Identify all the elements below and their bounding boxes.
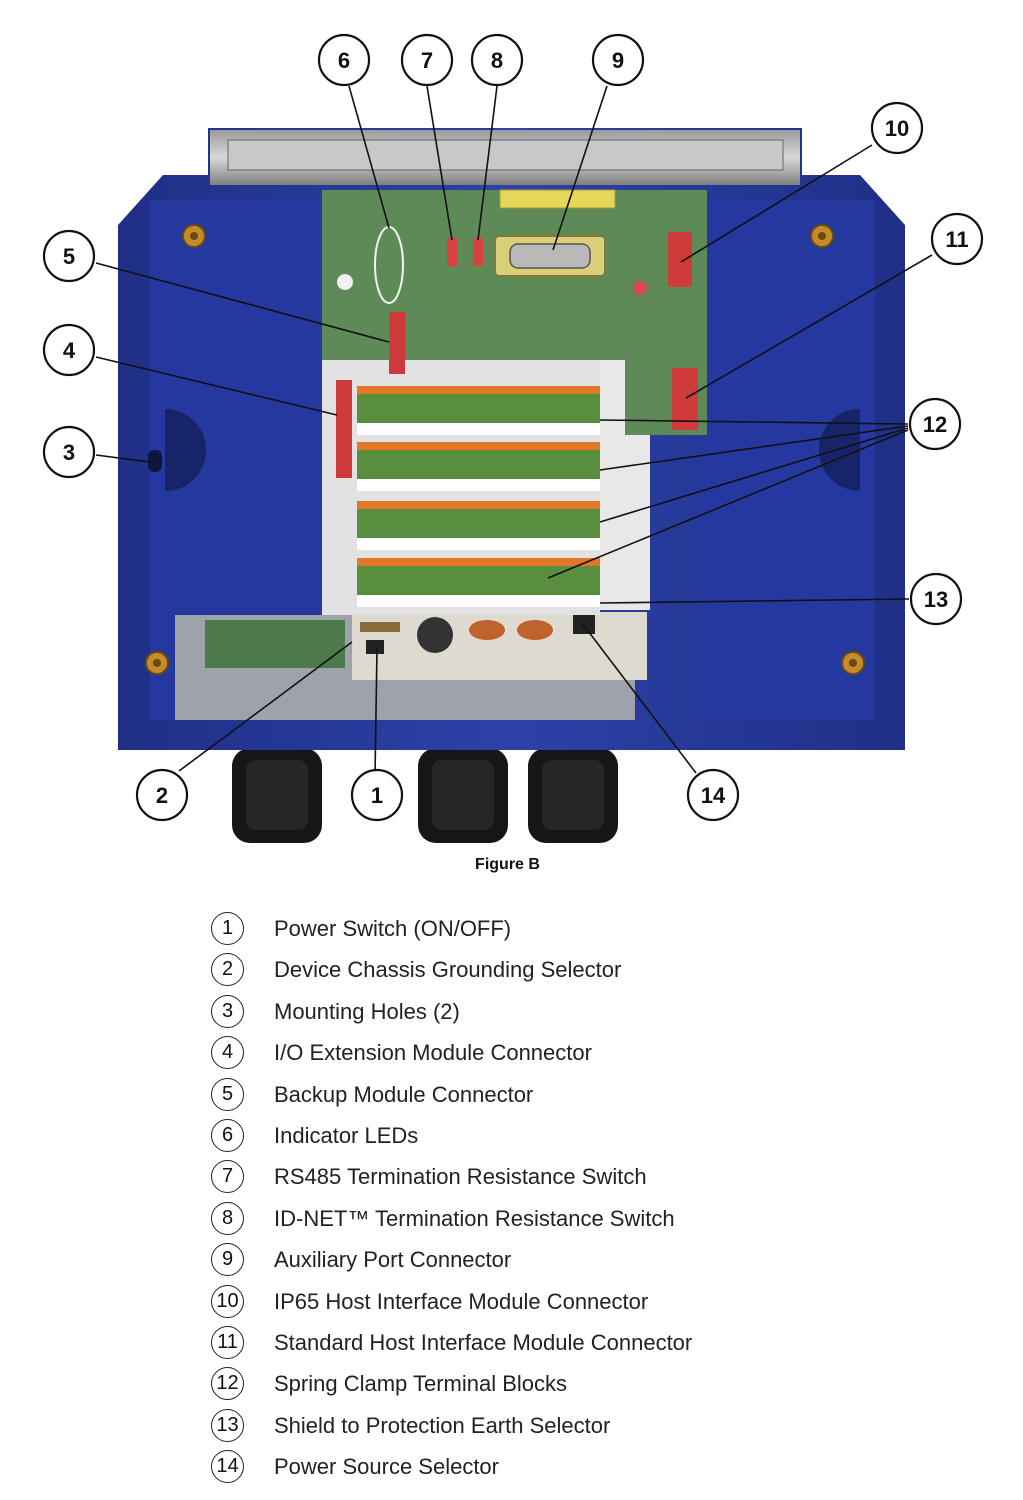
legend-label: Device Chassis Grounding Selector [274, 957, 622, 983]
legend-item: 6 Indicator LEDs [208, 1115, 848, 1156]
legend-number: 7 [211, 1160, 244, 1194]
callout-4: 4 [42, 323, 96, 377]
svg-text:4: 4 [63, 338, 76, 363]
legend-number: 13 [211, 1408, 244, 1442]
callout-8: 8 [470, 33, 524, 87]
legend-label: Standard Host Interface Module Connector [274, 1329, 693, 1355]
legend-item: 12 Spring Clamp Terminal Blocks [208, 1363, 848, 1404]
legend-list: 1 Power Switch (ON/OFF) 2 Device Chassis G… [208, 908, 848, 1487]
svg-text:13: 13 [924, 587, 948, 612]
callout-1: 1 [350, 768, 404, 822]
legend-number: 12 [211, 1367, 244, 1401]
svg-text:7: 7 [421, 48, 433, 73]
bottom-plate [175, 612, 647, 720]
backup-module-connector [389, 312, 405, 374]
legend-number: 5 [211, 1077, 244, 1111]
ip65-host-connector [668, 232, 692, 287]
callout-11: 11 [930, 212, 984, 266]
svg-text:8: 8 [491, 48, 503, 73]
legend-number: 2 [211, 953, 244, 987]
figure-caption: Figure B [475, 856, 540, 873]
legend-label: Shield to Protection Earth Selector [274, 1412, 611, 1438]
legend-item: 11 Standard Host Interface Module Connect… [208, 1322, 848, 1363]
legend-item: 1 Power Switch (ON/OFF) [208, 908, 848, 949]
legend-item: 5 Backup Module Connector [208, 1074, 848, 1115]
mounting-hole [148, 450, 162, 472]
legend-label: Power Switch (ON/OFF) [274, 916, 512, 941]
power-source-selector [573, 614, 595, 634]
legend-label: RS485 Termination Resistance Switch [274, 1164, 647, 1190]
callout-14: 14 [686, 768, 740, 822]
svg-text:9: 9 [612, 48, 624, 73]
legend-label: Power Source Selector [274, 1454, 499, 1480]
callout-9: 9 [591, 33, 645, 87]
legend-item: 2 Device Chassis Grounding Selector [208, 949, 848, 990]
legend-number: 11 [211, 1325, 244, 1359]
legend-number: 8 [211, 1201, 244, 1235]
legend-number: 14 [211, 1450, 244, 1484]
housing-screws [145, 224, 865, 675]
legend-number: 9 [211, 1243, 244, 1277]
terminal-blocks [357, 386, 600, 607]
idnet-switch [473, 238, 483, 266]
callout-7: 7 [400, 33, 454, 87]
legend-item: 10 IP65 Host Interface Module Connector [208, 1281, 848, 1322]
legend-item: 3 Mounting Holes (2) [208, 991, 848, 1032]
svg-text:5: 5 [63, 244, 75, 269]
legend-item: 13 Shield to Protection Earth Selector [208, 1405, 848, 1446]
legend-item: 9 Auxiliary Port Connector [208, 1239, 848, 1280]
legend-number: 1 [211, 912, 244, 945]
legend-number: 4 [211, 1036, 244, 1070]
legend-number: 10 [211, 1284, 244, 1318]
leader-lines [95, 85, 933, 778]
cable-glands [232, 748, 618, 843]
legend-label: Mounting Holes (2) [274, 998, 460, 1024]
legend-label: IP65 Host Interface Module Connector [274, 1288, 649, 1314]
callout-13: 13 [909, 572, 963, 626]
legend-label: Backup Module Connector [274, 1081, 534, 1107]
legend-item: 7 RS485 Termination Resistance Switch [208, 1156, 848, 1197]
legend-label: Indicator LEDs [274, 1122, 419, 1148]
callout-2: 2 [135, 768, 189, 822]
callout-3: 3 [42, 425, 96, 479]
svg-text:2: 2 [156, 783, 168, 808]
legend-item: 14 Power Source Selector [208, 1446, 848, 1487]
legend-label: Auxiliary Port Connector [274, 1247, 512, 1273]
legend-item: 4 I/O Extension Module Connector [208, 1032, 848, 1073]
callout-10: 10 [870, 101, 924, 155]
svg-text:12: 12 [923, 412, 947, 437]
svg-text:3: 3 [63, 440, 75, 465]
callout-12: 12 [908, 397, 962, 451]
legend-number: 6 [211, 1118, 244, 1152]
svg-text:11: 11 [945, 227, 968, 252]
io-extension-connector [336, 380, 352, 478]
svg-text:1: 1 [371, 783, 383, 808]
rs485-switch [447, 238, 457, 266]
svg-text:6: 6 [338, 48, 350, 73]
standard-host-connector [672, 368, 698, 430]
svg-text:14: 14 [701, 783, 726, 808]
legend-number: 3 [211, 994, 244, 1028]
callout-6: 6 [317, 33, 371, 87]
legend-item: 8 ID-NET™ Termination Resistance Switch [208, 1198, 848, 1239]
legend-label: Spring Clamp Terminal Blocks [274, 1371, 568, 1397]
power-switch [366, 640, 384, 654]
device-figure: 1 2 3 4 5 6 7 8 9 10 11 12 [42, 33, 984, 843]
svg-text:10: 10 [885, 116, 909, 141]
legend-label: I/O Extension Module Connector [274, 1040, 592, 1066]
legend-label: ID-NET™ Termination Resistance Switch [274, 1205, 675, 1231]
callout-5: 5 [42, 229, 96, 283]
